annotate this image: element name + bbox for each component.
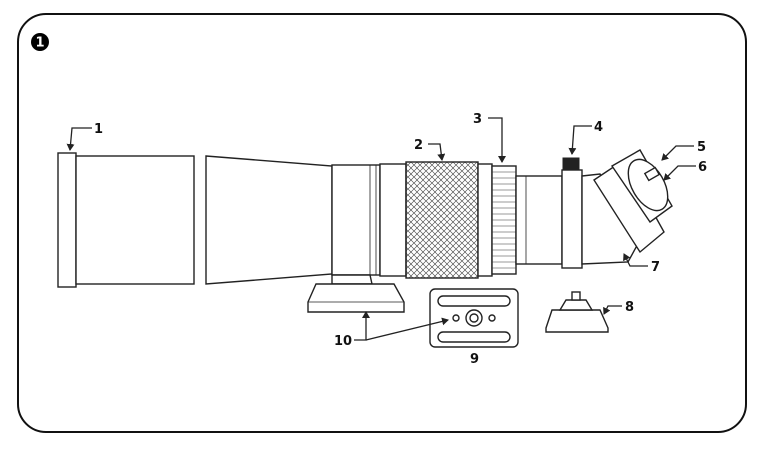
foot-mount-8 [545, 291, 609, 333]
label-10: 10 [334, 334, 352, 349]
label-4: 4 [594, 120, 603, 135]
lock-knob [562, 157, 580, 171]
callout-2: 2 [414, 138, 446, 161]
callout-1: 1 [66, 122, 103, 151]
step-badge: 1 [31, 33, 49, 51]
callout-3: 3 [473, 112, 506, 163]
foot-mount-10 [307, 274, 405, 313]
label-5: 5 [697, 140, 706, 155]
label-9: 9 [470, 352, 479, 367]
mount-plate-9 [429, 288, 519, 348]
callout-9: 9 [470, 352, 479, 367]
callout-6: 6 [663, 160, 707, 181]
label-6: 6 [698, 160, 707, 175]
step-number: 1 [35, 36, 44, 51]
focus-ring [405, 161, 479, 279]
scope-body [57, 149, 673, 288]
label-7: 7 [651, 260, 660, 275]
label-1: 1 [94, 122, 103, 137]
callout-7: 7 [623, 253, 660, 275]
label-8: 8 [625, 300, 634, 315]
callout-10: 10 [334, 311, 449, 349]
callout-5: 5 [661, 140, 706, 161]
callout-8: 8 [603, 300, 634, 315]
step-badge-icon [31, 33, 49, 51]
label-2: 2 [414, 138, 423, 153]
callout-4: 4 [568, 120, 603, 155]
label-3: 3 [473, 112, 482, 127]
